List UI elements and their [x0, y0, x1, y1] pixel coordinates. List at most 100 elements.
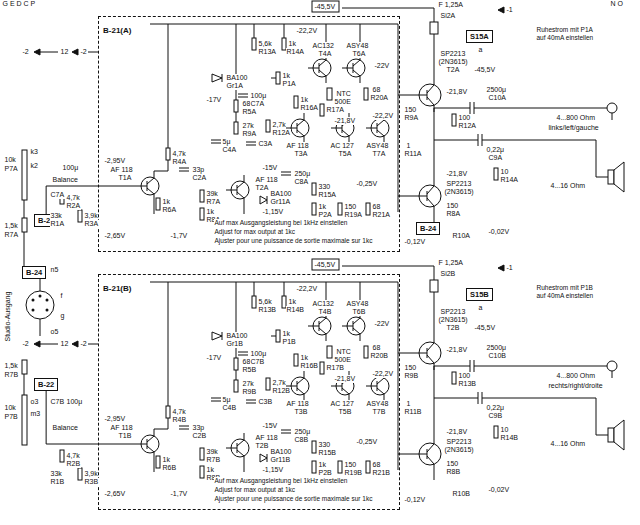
component-value: 2,7k — [272, 121, 286, 129]
label-anchor: 2500μ — [486, 86, 507, 94]
resistor-symbol — [166, 148, 170, 160]
label-anchor: 4,7k — [66, 194, 80, 202]
label-anchor: AF 118 — [110, 166, 133, 174]
transistor-emitter — [434, 363, 435, 370]
resistor-symbol — [200, 466, 204, 478]
transistor-base — [427, 348, 428, 358]
component-value: AC 127 — [330, 400, 354, 408]
label-anchor: ASY48 — [346, 300, 369, 308]
component-value: 5,6k — [258, 298, 272, 306]
resistor-symbol — [312, 183, 316, 195]
label-anchor: -45,5V — [474, 324, 496, 332]
capacitor-plate — [281, 430, 291, 431]
transistor-collector — [434, 336, 435, 343]
label-anchor: R21B — [372, 469, 391, 477]
component-value: 330 — [318, 183, 331, 191]
resistor-symbol — [22, 360, 27, 374]
wire — [88, 52, 98, 53]
transistor-base — [237, 443, 238, 453]
label-anchor: C2B — [192, 432, 207, 440]
note-text: auf 40mA einstellen — [536, 292, 594, 300]
component-value: R20B — [370, 352, 389, 360]
diode-symbol — [212, 74, 222, 82]
component-value: P7B — [4, 413, 18, 421]
component-value: (2N3615) — [438, 58, 468, 66]
component-value: m3 — [30, 410, 41, 418]
transistor-collector — [427, 444, 434, 452]
diode-symbol — [267, 454, 268, 462]
note-text: Auf max Ausgangsleistung bei 1kHz einste… — [214, 477, 348, 485]
label-anchor: o3 — [30, 398, 39, 406]
label-anchor: -22,2V — [296, 27, 318, 35]
transistor-base — [297, 381, 298, 391]
component-value: -2 — [80, 48, 87, 56]
capacitor-plate — [238, 355, 248, 356]
component-value: 4...800 Ohm — [556, 372, 596, 380]
headphone-jack — [607, 361, 617, 371]
label-anchor: AC132 — [312, 300, 334, 308]
label-anchor: -0,12V — [404, 496, 426, 504]
capacitor-plate — [478, 392, 479, 404]
label-anchor: Balance — [52, 424, 78, 432]
resistor-symbol — [294, 96, 298, 108]
component-value: SP2213 — [446, 180, 472, 188]
transistor-collector — [297, 120, 304, 126]
label-anchor: -1,7V — [170, 232, 188, 240]
transistor-collector — [427, 343, 434, 351]
box-title: S15A — [470, 32, 489, 41]
label-anchor: 330 — [318, 441, 331, 449]
label-anchor: R5A — [242, 108, 257, 116]
board-tag: S15B — [466, 288, 493, 301]
label-anchor: R14B — [500, 434, 519, 442]
label-anchor: NTC — [336, 348, 351, 356]
label-anchor: C2A — [192, 174, 207, 182]
transistor-base — [136, 444, 147, 445]
label-anchor: k3 — [30, 148, 38, 156]
wire — [150, 24, 398, 25]
component-value: Si2B — [440, 270, 456, 278]
label-anchor: 1k — [162, 456, 170, 464]
label-anchor: AF 118 — [286, 142, 309, 150]
label-anchor: R3A — [84, 220, 99, 228]
transistor-emitter — [147, 188, 154, 194]
component-value: R10A — [452, 232, 471, 240]
component-value: R14B — [286, 306, 305, 314]
label-anchor: f — [60, 292, 63, 300]
label-anchor: R21A — [372, 211, 391, 219]
transistor-emitter — [154, 194, 155, 201]
component-value: 4...800 Ohm — [556, 114, 596, 122]
capacitor-plate — [238, 94, 248, 95]
label-anchor: R17A — [326, 106, 345, 114]
potentiometer-symbol — [22, 150, 27, 200]
signal-wire — [46, 186, 98, 214]
component-value: -21,8V — [446, 88, 468, 96]
wire — [98, 186, 136, 187]
label-anchor: 500E — [334, 98, 351, 106]
wire — [398, 282, 399, 470]
note-text: Adjust for max output at 1kc — [214, 486, 296, 494]
label-anchor: Gr1A — [226, 82, 243, 90]
label-anchor: -0,12V — [404, 238, 426, 246]
label-anchor: g — [60, 312, 65, 320]
label-anchor: Gr1B — [226, 340, 243, 348]
ntc-symbol — [327, 346, 332, 358]
component-value: 150 — [344, 461, 357, 469]
arrow-head — [34, 49, 40, 55]
component-value: F 1,25A — [438, 259, 464, 267]
label-anchor: R8B — [446, 468, 461, 476]
resistor-symbol — [234, 122, 238, 134]
component-value: 1 — [406, 400, 411, 408]
input-art — [22, 49, 98, 445]
label-anchor: Si2A — [440, 12, 456, 20]
label-anchor: T3B — [294, 408, 308, 416]
component-value: AF 118 — [255, 176, 278, 184]
label-anchor: 150 — [344, 203, 357, 211]
label-anchor: 5μ — [222, 396, 231, 404]
wire — [342, 8, 434, 9]
label-anchor: R6B — [162, 464, 177, 472]
component-value: R2A — [66, 202, 81, 210]
transistor-base — [414, 196, 427, 197]
component-value: 4,7k — [172, 408, 186, 416]
label-anchor: 100μ — [250, 350, 267, 358]
capacitor-symbol — [470, 102, 474, 114]
